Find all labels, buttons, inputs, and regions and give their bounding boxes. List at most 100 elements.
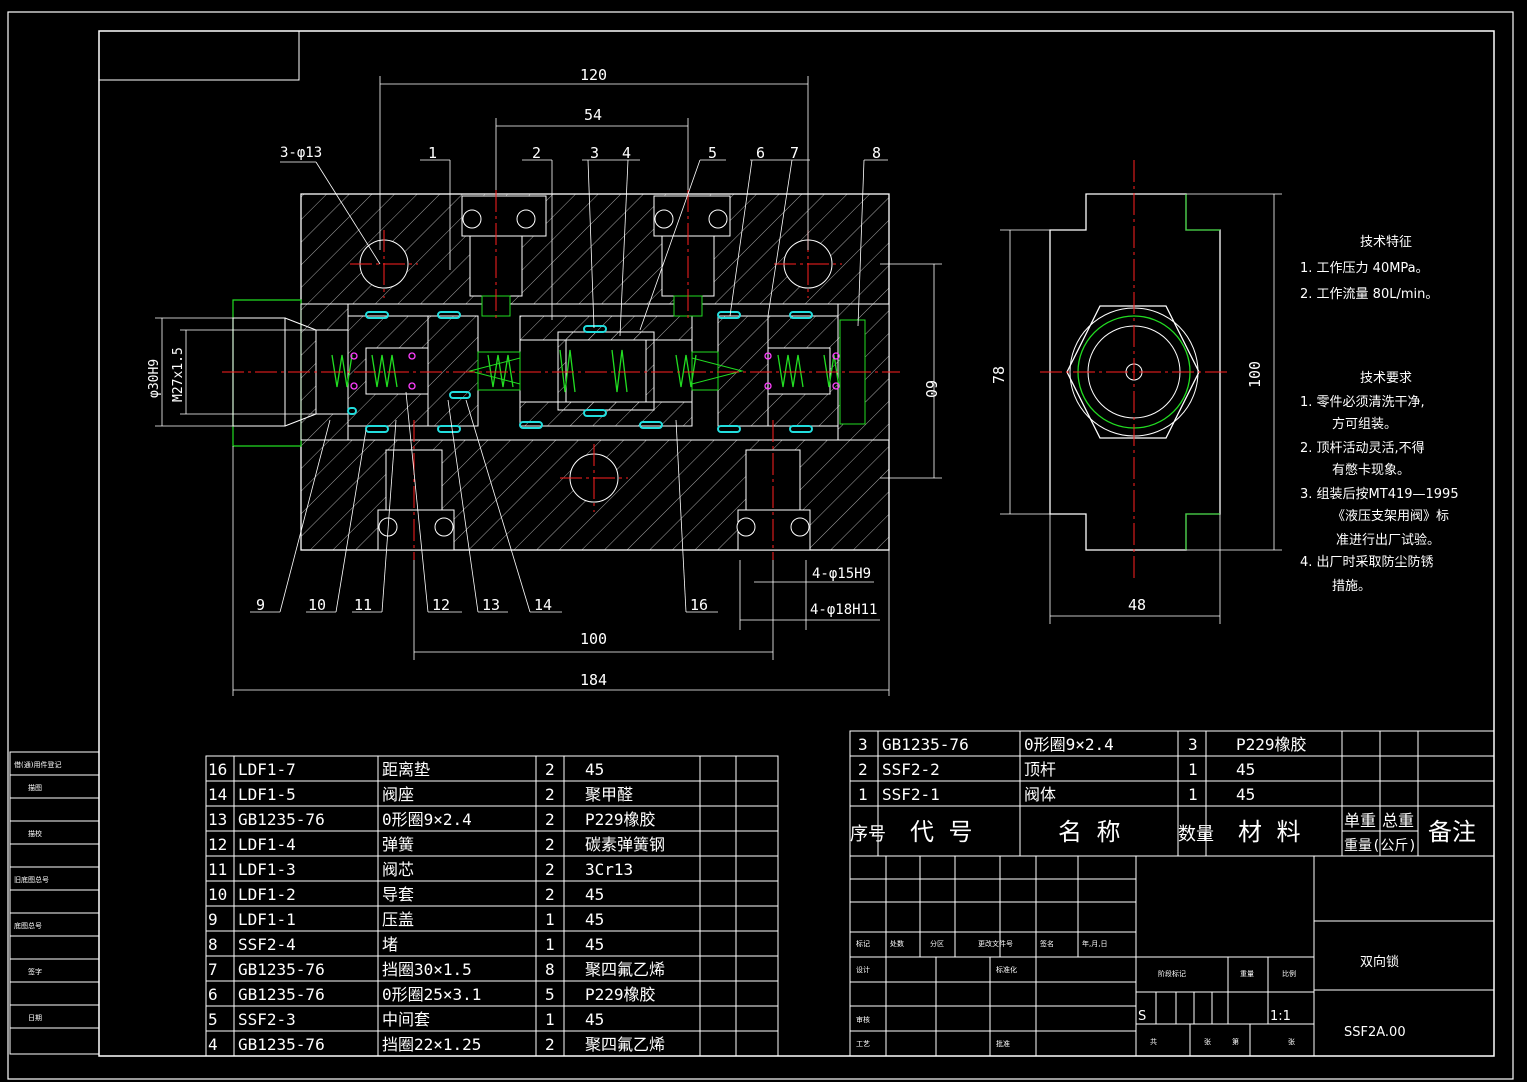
tech-req-1: 1. 零件必须清洗干净, (1300, 395, 1425, 410)
bom-left-name: 堵 (382, 935, 398, 954)
tb-sheet: 张 (1288, 1037, 1295, 1046)
left-strip: 借(通)用件登记 描图 描校 旧底图总号 底图总号 签字 日期 (9, 751, 100, 1055)
balloon-8: 8 (872, 144, 881, 162)
tb-sign: 签名 (1040, 939, 1054, 948)
bom-right-material: P229橡胶 (1236, 735, 1307, 754)
strip-label-3: 旧底图总号 (14, 875, 49, 884)
bom-left-code: LDF1-3 (238, 860, 296, 879)
bom-right-no: 3 (858, 735, 868, 754)
balloon-3: 3 (590, 144, 599, 162)
tb-drawing-number: SSF2A.00 (1344, 1025, 1406, 1040)
bom-left-code: GB1235-76 (238, 1035, 325, 1054)
bom-left-code: SSF2-3 (238, 1010, 296, 1029)
balloon-9: 9 (256, 596, 265, 614)
bom-right-code: SSF2-2 (882, 760, 940, 779)
strip-label-4: 底图总号 (14, 921, 42, 930)
bottom-leaders (250, 391, 718, 613)
bom-left-code: LDF1-4 (238, 835, 296, 854)
tb-design: 设计 (856, 965, 870, 974)
bom-left-qty: 2 (545, 835, 555, 854)
balloon-10: 10 (308, 596, 326, 614)
bom-left-no: 4 (208, 1035, 218, 1054)
tb-mark: 标记 (856, 939, 870, 948)
tech-req-3c: 准进行出厂试验。 (1336, 532, 1440, 548)
main-section-view (222, 190, 900, 560)
tb-no: 第 (1232, 1037, 1239, 1046)
bom-left-no: 14 (208, 785, 227, 804)
bom-left-qty: 2 (545, 860, 555, 879)
tb-review: 审核 (856, 1015, 870, 1024)
tech-req-3b: 《液压支架用阀》标 (1332, 509, 1449, 524)
bom-left-no: 13 (208, 810, 227, 829)
balloon-11: 11 (354, 596, 372, 614)
hdr-code: 代 号 (910, 818, 972, 846)
bom-left-material: 45 (585, 910, 604, 929)
bom-left-qty: 2 (545, 760, 555, 779)
bom-left-code: LDF1-1 (238, 910, 296, 929)
hdr-weight-kg: 重量(公斤) (1344, 838, 1417, 854)
tb-weight-label: 重量 (1240, 970, 1254, 978)
bom-left-material: 聚四氟乙烯 (585, 1035, 665, 1054)
bom-right-qty: 3 (1188, 735, 1198, 754)
bom-right-qty: 1 (1188, 785, 1198, 804)
bom-left-name: 0形圈25×3.1 (382, 985, 481, 1004)
dim-hole-4x15: 4-φ15H9 (812, 566, 871, 582)
top-leaders (420, 159, 888, 337)
bom-right-code: GB1235-76 (882, 735, 969, 754)
tb-count: 处数 (890, 939, 904, 948)
hdr-unit-weight: 单重 (1344, 811, 1376, 830)
bom-left-qty: 1 (545, 1010, 555, 1029)
tech-req-3: 3. 组装后按MT419—1995 (1300, 487, 1459, 502)
bom-left-name: 阀芯 (382, 860, 414, 879)
bom-right-no: 2 (858, 760, 868, 779)
bom-left-grid (205, 755, 779, 1057)
bom-left-qty: 2 (545, 785, 555, 804)
bom-left-name: 挡圈22×1.25 (382, 1035, 481, 1054)
bom-left-material: 碳素弹簧钢 (585, 835, 665, 854)
balloon-7: 7 (790, 144, 799, 162)
tech-req-2: 2. 顶杆活动灵活,不得 (1300, 440, 1425, 456)
bom-left-no: 6 (208, 985, 218, 1004)
tb-scale: 1:1 (1270, 1009, 1291, 1024)
bom-left-material: 45 (585, 760, 604, 779)
balloon-4: 4 (622, 144, 631, 162)
bom-left-material: 聚四氟乙烯 (585, 960, 665, 979)
strip-label-5: 签字 (28, 967, 42, 976)
tb-scale-label: 比例 (1282, 969, 1296, 978)
bom-right-name: 0形圈9×2.4 (1024, 735, 1114, 754)
tb-sheets: 张 (1204, 1037, 1211, 1046)
tb-zone: 分区 (930, 939, 944, 948)
outer-border (7, 11, 1514, 1080)
tb-stage: S (1138, 1009, 1146, 1024)
bom-left-no: 12 (208, 835, 227, 854)
bom-left-no: 9 (208, 910, 218, 929)
balloon-16: 16 (690, 596, 708, 614)
bom-left-qty: 1 (545, 910, 555, 929)
dim-48: 48 (1128, 596, 1146, 614)
strip-label-0: 借(通)用件登记 (14, 760, 61, 769)
bom-right-name: 阀体 (1024, 785, 1056, 804)
bom-left-name: 距离垫 (382, 760, 430, 779)
bom-left-name: 挡圈30×1.5 (382, 960, 472, 979)
bom-left-no: 16 (208, 760, 227, 779)
bom-left-no: 7 (208, 960, 218, 979)
hdr-qty: 数量 (1178, 824, 1214, 845)
bom-left-no: 5 (208, 1010, 218, 1029)
main-dimensions (155, 76, 942, 696)
dim-184: 184 (580, 671, 607, 689)
bom-left-code: GB1235-76 (238, 810, 325, 829)
bom-right-name: 顶杆 (1024, 760, 1056, 779)
bom-left-qty: 2 (545, 885, 555, 904)
dim-hole-3x13: 3-φ13 (280, 145, 322, 161)
bom-left-material: P229橡胶 (585, 985, 656, 1004)
tech-req-2b: 有憋卡现象。 (1332, 463, 1410, 478)
balloon-1: 1 (428, 144, 437, 162)
dim-120: 120 (580, 66, 607, 84)
tb-total: 共 (1150, 1037, 1157, 1046)
side-view (1000, 160, 1282, 624)
hdr-no: 序号 (850, 824, 886, 845)
tech-features-title: 技术特征 (1360, 235, 1412, 250)
